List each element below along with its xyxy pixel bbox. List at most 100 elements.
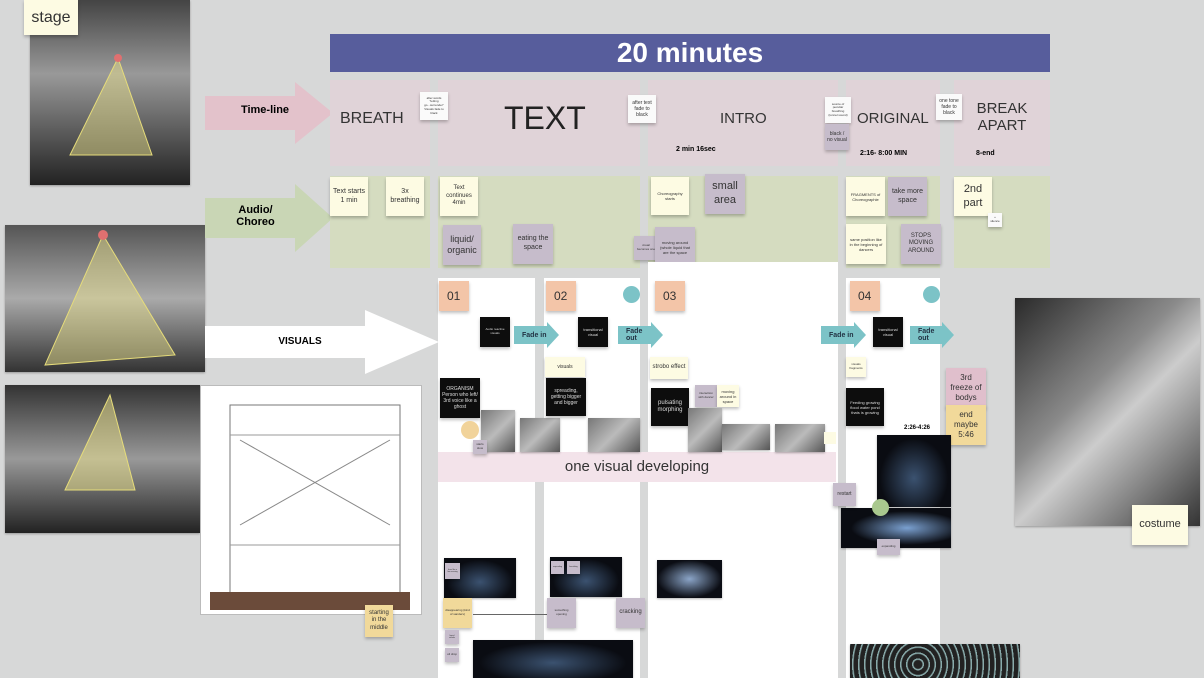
ripple-visual <box>850 644 1020 678</box>
note-spreading[interactable]: spreading, getting bigger and bigger <box>546 378 586 416</box>
note-transitional-1[interactable]: transitional visual <box>578 317 608 347</box>
note-pulsating[interactable]: pulsating morphing <box>651 388 689 426</box>
stage-drawing <box>200 385 422 615</box>
note-moving-space[interactable]: moving around in space <box>717 385 739 407</box>
note-oil-drop[interactable]: oil drop <box>445 648 459 662</box>
note-after-words[interactable]: after words "letting go...surrender" Vis… <box>420 92 448 120</box>
dancer-photo-1 <box>722 424 770 450</box>
crack-photo-2 <box>688 408 722 452</box>
fade-in-arrow-2: Fade in <box>821 322 866 348</box>
note-one-tone[interactable]: one tone fade to black <box>936 94 962 120</box>
note-liquid-visuals[interactable]: liquid visuals <box>445 630 459 644</box>
particle-visual <box>473 640 633 678</box>
fade-in-arrow-1: Fade in <box>514 322 559 348</box>
starting-middle-note[interactable]: starting in the middle <box>365 605 393 637</box>
crack-photo <box>588 418 640 452</box>
projection-cone <box>44 230 176 366</box>
note-source[interactable]: source of peculiar breathing (tunnel sou… <box>825 97 851 123</box>
teal-dot-2 <box>923 286 940 303</box>
teal-dot <box>623 286 640 303</box>
timeline-cell-text <box>438 80 640 166</box>
break-duration: 8-end <box>976 150 995 157</box>
note-small-area[interactable]: small area <box>705 174 745 214</box>
note-interaction[interactable]: interaction with dancer <box>695 385 717 407</box>
note-silence[interactable]: + silence <box>988 213 1002 227</box>
note-starts-slow[interactable]: starts slow <box>473 440 487 454</box>
scene-04[interactable]: 04 <box>850 281 880 311</box>
note-something-opening[interactable]: something opening <box>547 598 576 628</box>
visuals-label: VISUALS <box>278 336 322 347</box>
timeline-cell-intro <box>648 80 838 166</box>
note-moving-around[interactable]: moving around (whole liquid that are the… <box>655 227 695 267</box>
audio-arrow <box>205 184 333 252</box>
note-restart[interactable]: restart <box>833 483 856 506</box>
section-intro: INTRO <box>720 110 767 127</box>
costume-note[interactable]: costume <box>1132 505 1188 545</box>
note-audio-reactive[interactable]: Audio reactive visuals <box>480 317 510 347</box>
note-take-more[interactable]: take more space <box>888 177 927 216</box>
visual-still-1 <box>877 435 951 507</box>
note-feeding[interactable]: Feeding growing flood water pond thats i… <box>846 388 884 426</box>
visuals-arrow <box>205 310 439 374</box>
note-disappearing[interactable]: disappearing (kind of sanders) <box>443 598 472 628</box>
scene-03[interactable]: 03 <box>655 281 685 311</box>
note-strobo[interactable]: strobo effect <box>650 357 688 379</box>
note-liquid[interactable]: liquid/ organic <box>443 225 481 265</box>
timeline-label: Time-line <box>240 104 290 116</box>
fade-out-arrow-2: Fade out <box>910 322 954 348</box>
note-visual-becomes[interactable]: visual becomes one <box>634 236 658 260</box>
projection-cone-2 <box>64 393 136 491</box>
note-transitional-2[interactable]: transitional visual <box>873 317 903 347</box>
note-second-part[interactable]: 2nd part <box>954 177 992 216</box>
note-after-text[interactable]: after text fade to black <box>628 95 656 123</box>
green-dot <box>872 499 889 516</box>
section-break-apart: BREAK APART <box>976 100 1028 134</box>
note-same-position[interactable]: same position like in the beginning of d… <box>846 224 886 264</box>
scene-01[interactable]: 01 <box>439 281 469 311</box>
section-breath: BREATH <box>340 110 404 127</box>
timeline-cell-original <box>846 80 940 166</box>
note-stops[interactable]: STOPS MOVING AROUND <box>901 224 941 264</box>
connector-line <box>473 614 548 615</box>
time-range-label: 2:26-4:26 <box>904 425 931 431</box>
note-breathing[interactable]: 3x breathing <box>386 177 424 216</box>
note-choreo-starts[interactable]: Choreography starts <box>651 177 689 215</box>
section-text: TEXT <box>504 100 586 136</box>
one-visual-label: one visual developing <box>564 458 710 475</box>
note-black[interactable]: black / no visual <box>825 124 849 150</box>
fade-out-arrow-1: Fade out <box>618 322 663 348</box>
section-original: ORIGINAL <box>857 110 929 127</box>
stage-cone <box>69 54 153 156</box>
audio-label: Audio/ Choreo <box>236 204 275 228</box>
stage-note[interactable]: stage <box>24 0 78 35</box>
note-breathing-2[interactable]: breathing <box>567 561 580 574</box>
note-third-freeze[interactable]: 3rd freeze of bodys <box>946 368 986 408</box>
note-lines-like[interactable]: lines like a line moving <box>445 563 460 579</box>
note-organism[interactable]: ORGANISM Person who left/ 3rd voice like… <box>440 378 480 418</box>
costume-photo <box>1015 298 1200 526</box>
original-duration: 2:16- 8:00 MIN <box>860 150 908 157</box>
note-end-maybe[interactable]: end maybe 5:46 <box>946 405 986 445</box>
note-expanding[interactable]: expanding <box>877 539 900 555</box>
note-expanding-2[interactable]: expanding <box>551 561 564 574</box>
one-visual-band <box>438 452 836 482</box>
truss-drawing <box>210 404 410 610</box>
cracking-visual <box>657 560 722 598</box>
yellow-square <box>824 432 836 444</box>
dancer-photo-2 <box>775 424 825 452</box>
yellow-dot <box>461 421 479 439</box>
note-fragments[interactable]: FRAGMENTS of Choreographie <box>846 177 885 216</box>
timeline-arrow <box>205 82 333 144</box>
stage-photo-2 <box>5 225 205 372</box>
scene-02[interactable]: 02 <box>546 281 576 311</box>
timeline-cell-breath <box>330 80 430 166</box>
note-text-continues[interactable]: Text continues 4min <box>440 177 478 216</box>
note-eating[interactable]: eating the space <box>513 224 553 264</box>
note-visuals[interactable]: visuals <box>545 357 585 377</box>
note-text-starts[interactable]: Text starts 1 min <box>330 177 368 216</box>
timeline-cell-break <box>954 80 1050 166</box>
note-visuals-fragments[interactable]: visuals fragments <box>846 357 866 377</box>
note-cracking[interactable]: cracking <box>616 598 645 628</box>
intro-duration: 2 min 16sec <box>676 146 716 153</box>
page-title: 20 minutes <box>330 34 1050 72</box>
